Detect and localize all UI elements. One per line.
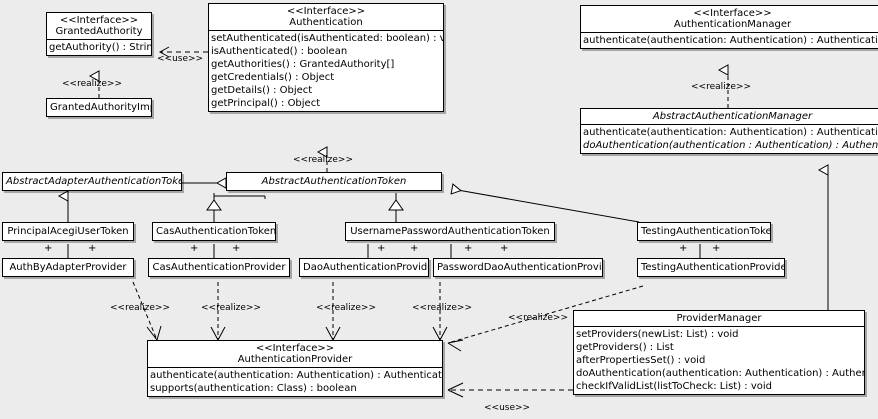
class-principal-acegi-user-token[interactable]: PrincipalAcegiUserToken (2, 222, 134, 241)
operation: afterPropertiesSet() : void (576, 355, 706, 366)
class-stereotype: <<Interface>> (693, 8, 772, 19)
class-header: AbstractAuthenticationManager (581, 109, 878, 124)
operations-compartment: setAuthenticated(isAuthenticated: boolea… (209, 31, 443, 111)
operation: setProviders(newList: List) : void (576, 329, 739, 340)
operations-compartment: authenticate(authentication: Authenticat… (581, 33, 878, 48)
class-name: AuthenticationProvider (237, 354, 353, 365)
class-abstract-authentication-manager[interactable]: AbstractAuthenticationManager authentica… (580, 108, 878, 154)
class-name: Authentication (289, 17, 363, 28)
compartment-divider (148, 367, 442, 368)
compartment-divider (581, 32, 878, 33)
edge-label-realize-auth-by-adapter-provider: <<realize>> (110, 303, 170, 313)
class-name: AuthenticationManager (673, 19, 792, 30)
association-mark-plus: + (464, 243, 473, 254)
operations-compartment: authenticate(authentication: Authenticat… (581, 125, 878, 153)
operation: doAuthentication(authentication : Authen… (583, 140, 878, 151)
class-granted-authority[interactable]: <<Interface>> GrantedAuthority getAuthor… (46, 12, 152, 56)
class-name: TestingAuthenticationProvider (641, 262, 785, 273)
operation: authenticate(authentication: Authenticat… (150, 370, 443, 381)
edge-label-realize-testing-provider: <<realize>> (508, 313, 568, 323)
edge-label-realize-password-dao-provider: <<realize>> (412, 303, 472, 313)
class-name: TestingAuthenticationToken (641, 226, 771, 237)
operation: setAuthenticated(isAuthenticated: boolea… (211, 33, 444, 44)
edge-label-realize-authentication-manager: <<realize>> (691, 82, 751, 92)
compartment-divider (47, 39, 151, 40)
class-provider-manager[interactable]: ProviderManager setProviders(newList: Li… (573, 310, 865, 395)
class-password-dao-authentication-provider[interactable]: PasswordDaoAuthenticationProvider (433, 258, 603, 277)
association-mark-plus: + (190, 243, 199, 254)
class-stereotype: <<Interface>> (59, 15, 139, 26)
operation: getAuthorities() : GrantedAuthority[] (211, 59, 395, 70)
association-mark-plus: + (44, 243, 53, 254)
edge-label-realize-dao-provider: <<realize>> (316, 303, 376, 313)
edge-label-use-authentication-granted-authority: <<use>> (157, 54, 204, 64)
class-auth-by-adapter-provider[interactable]: AuthByAdapterProvider (2, 258, 134, 277)
association-mark-plus: + (88, 243, 97, 254)
class-granted-authority-impl[interactable]: GrantedAuthorityImpl (46, 98, 152, 117)
class-testing-authentication-provider[interactable]: TestingAuthenticationProvider (637, 258, 785, 277)
edge-label-realize-abstract-token-authentication: <<realize>> (293, 155, 353, 165)
operation: getCredentials() : Object (211, 72, 335, 83)
operation: getDetails() : Object (211, 85, 313, 96)
class-dao-authentication-provider[interactable]: DaoAuthenticationProvider (299, 258, 429, 277)
class-cas-authentication-token[interactable]: CasAuthenticationToken (152, 222, 276, 241)
class-name: ProviderManager (676, 313, 762, 324)
operation: getAuthority() : String (49, 42, 152, 53)
class-name: PasswordDaoAuthenticationProvider (437, 262, 603, 273)
class-name: CasAuthenticationToken (156, 226, 276, 237)
operations-compartment: setProviders(newList: List) : void getPr… (574, 327, 864, 394)
class-name: PrincipalAcegiUserToken (7, 226, 129, 237)
compartment-divider (581, 124, 878, 125)
class-header: <<Interface>> AuthenticationManager (581, 6, 878, 32)
association-mark-plus: + (500, 243, 509, 254)
association-mark-plus: + (377, 243, 386, 254)
operations-compartment: getAuthority() : String (47, 40, 151, 55)
class-header: <<Interface>> GrantedAuthority (47, 13, 151, 39)
edge-label-realize-granted-authority-impl: <<realize>> (62, 79, 122, 89)
class-name: AbstractAuthenticationToken (261, 176, 407, 187)
association-mark-plus: + (679, 243, 688, 254)
class-header: <<Interface>> AuthenticationProvider (148, 341, 442, 367)
class-cas-authentication-provider[interactable]: CasAuthenticationProvider (148, 258, 290, 277)
operation: getPrincipal() : Object (211, 98, 321, 109)
class-stereotype: <<Interface>> (286, 6, 366, 17)
class-name: GrantedAuthorityImpl (50, 102, 152, 113)
operation: isAuthenticated() : boolean (211, 46, 348, 57)
class-username-password-authentication-token[interactable]: UsernamePasswordAuthenticationToken (345, 222, 555, 241)
edge-label-realize-cas-provider: <<realize>> (201, 303, 261, 313)
class-name: AbstractAdapterAuthenticationToken (6, 176, 182, 187)
operation: authenticate(authentication: Authenticat… (583, 127, 878, 138)
class-authentication-provider[interactable]: <<Interface>> AuthenticationProvider aut… (147, 340, 443, 397)
class-name: DaoAuthenticationProvider (303, 262, 429, 273)
class-authentication[interactable]: <<Interface>> Authentication setAuthenti… (208, 3, 444, 112)
class-abstract-adapter-authentication-token[interactable]: AbstractAdapterAuthenticationToken (2, 172, 182, 191)
class-testing-authentication-token[interactable]: TestingAuthenticationToken (637, 222, 771, 241)
class-header: <<Interface>> Authentication (209, 4, 443, 30)
operation: checkIfValidList(listToCheck: List) : vo… (576, 381, 773, 392)
compartment-divider (209, 30, 443, 31)
association-mark-plus: + (410, 243, 419, 254)
operation: doAuthentication(authentication: Authent… (576, 368, 864, 379)
operation: getProviders() : List (576, 342, 674, 353)
class-name: CasAuthenticationProvider (152, 262, 286, 273)
operation: supports(authentication: Class) : boolea… (150, 383, 357, 394)
class-abstract-authentication-token[interactable]: AbstractAuthenticationToken (226, 172, 442, 191)
operations-compartment: authenticate(authentication: Authenticat… (148, 368, 442, 396)
class-authentication-manager[interactable]: <<Interface>> AuthenticationManager auth… (580, 5, 878, 49)
association-mark-plus: + (232, 243, 241, 254)
class-stereotype: <<Interface>> (255, 343, 335, 354)
class-name: AbstractAuthenticationManager (652, 111, 813, 122)
edge-label-use-provider-manager: <<use>> (484, 403, 531, 413)
class-name: UsernamePasswordAuthenticationToken (350, 226, 550, 237)
operation: authenticate(authentication: Authenticat… (583, 35, 878, 46)
class-name: AuthByAdapterProvider (9, 262, 127, 273)
compartment-divider (574, 326, 864, 327)
class-header: ProviderManager (574, 311, 864, 326)
class-name: GrantedAuthority (55, 26, 143, 37)
association-mark-plus: + (712, 243, 721, 254)
